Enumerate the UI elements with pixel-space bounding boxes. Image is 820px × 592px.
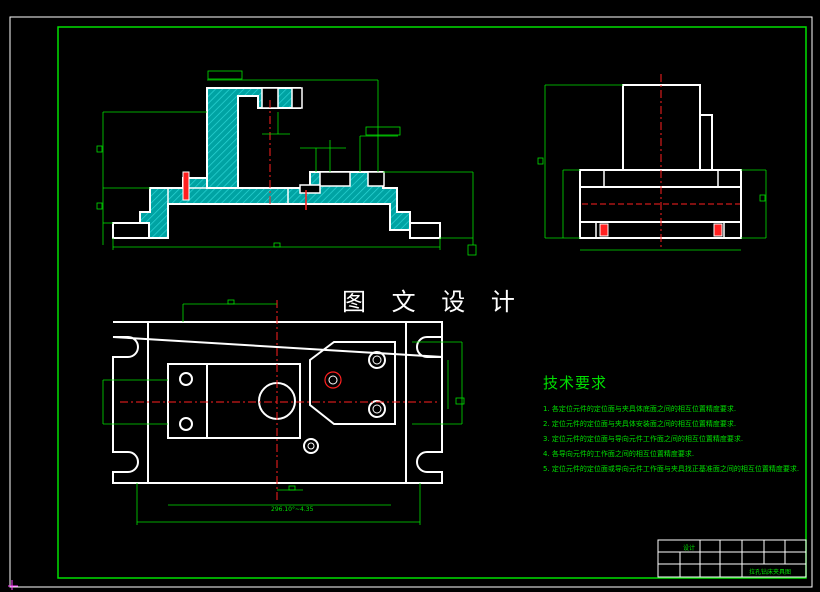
requirement-item: 2. 定位元件的定位面与夹具体安装面之间的相互位置精度要求. <box>543 420 737 428</box>
requirement-item: 3. 定位元件的定位面与导向元件工作面之间的相互位置精度要求. <box>543 435 744 443</box>
ucs-icon <box>8 580 18 590</box>
bottom-dimension-label: 296.10°~4.35 <box>271 506 314 513</box>
technical-requirements-title: 技术要求 <box>543 374 608 392</box>
title-block <box>657 539 807 578</box>
side-view <box>537 74 767 251</box>
requirement-item: 4. 各导向元件的工作面之间的相互位置精度要求. <box>543 450 695 458</box>
plan-view <box>102 299 465 525</box>
front-section-view <box>96 70 477 256</box>
title-block-drawing-title: 拉孔钻床夹具图 <box>749 569 792 576</box>
title-block-designer-label: 设计 <box>683 545 696 552</box>
outer-border <box>9 16 813 588</box>
requirement-item: 1. 各定位元件的定位面与夹具体底面之间的相互位置精度要求. <box>543 405 737 413</box>
watermark-text: 图 文 设 计 <box>342 288 524 316</box>
inner-frame <box>57 26 807 579</box>
requirement-item: 5. 定位元件的定位面或导向元件工作面与夹具找正基准面之间的相互位置精度要求. <box>543 465 800 473</box>
technical-requirements-list: 1. 各定位元件的定位面与夹具体底面之间的相互位置精度要求. 2. 定位元件的定… <box>543 404 799 479</box>
